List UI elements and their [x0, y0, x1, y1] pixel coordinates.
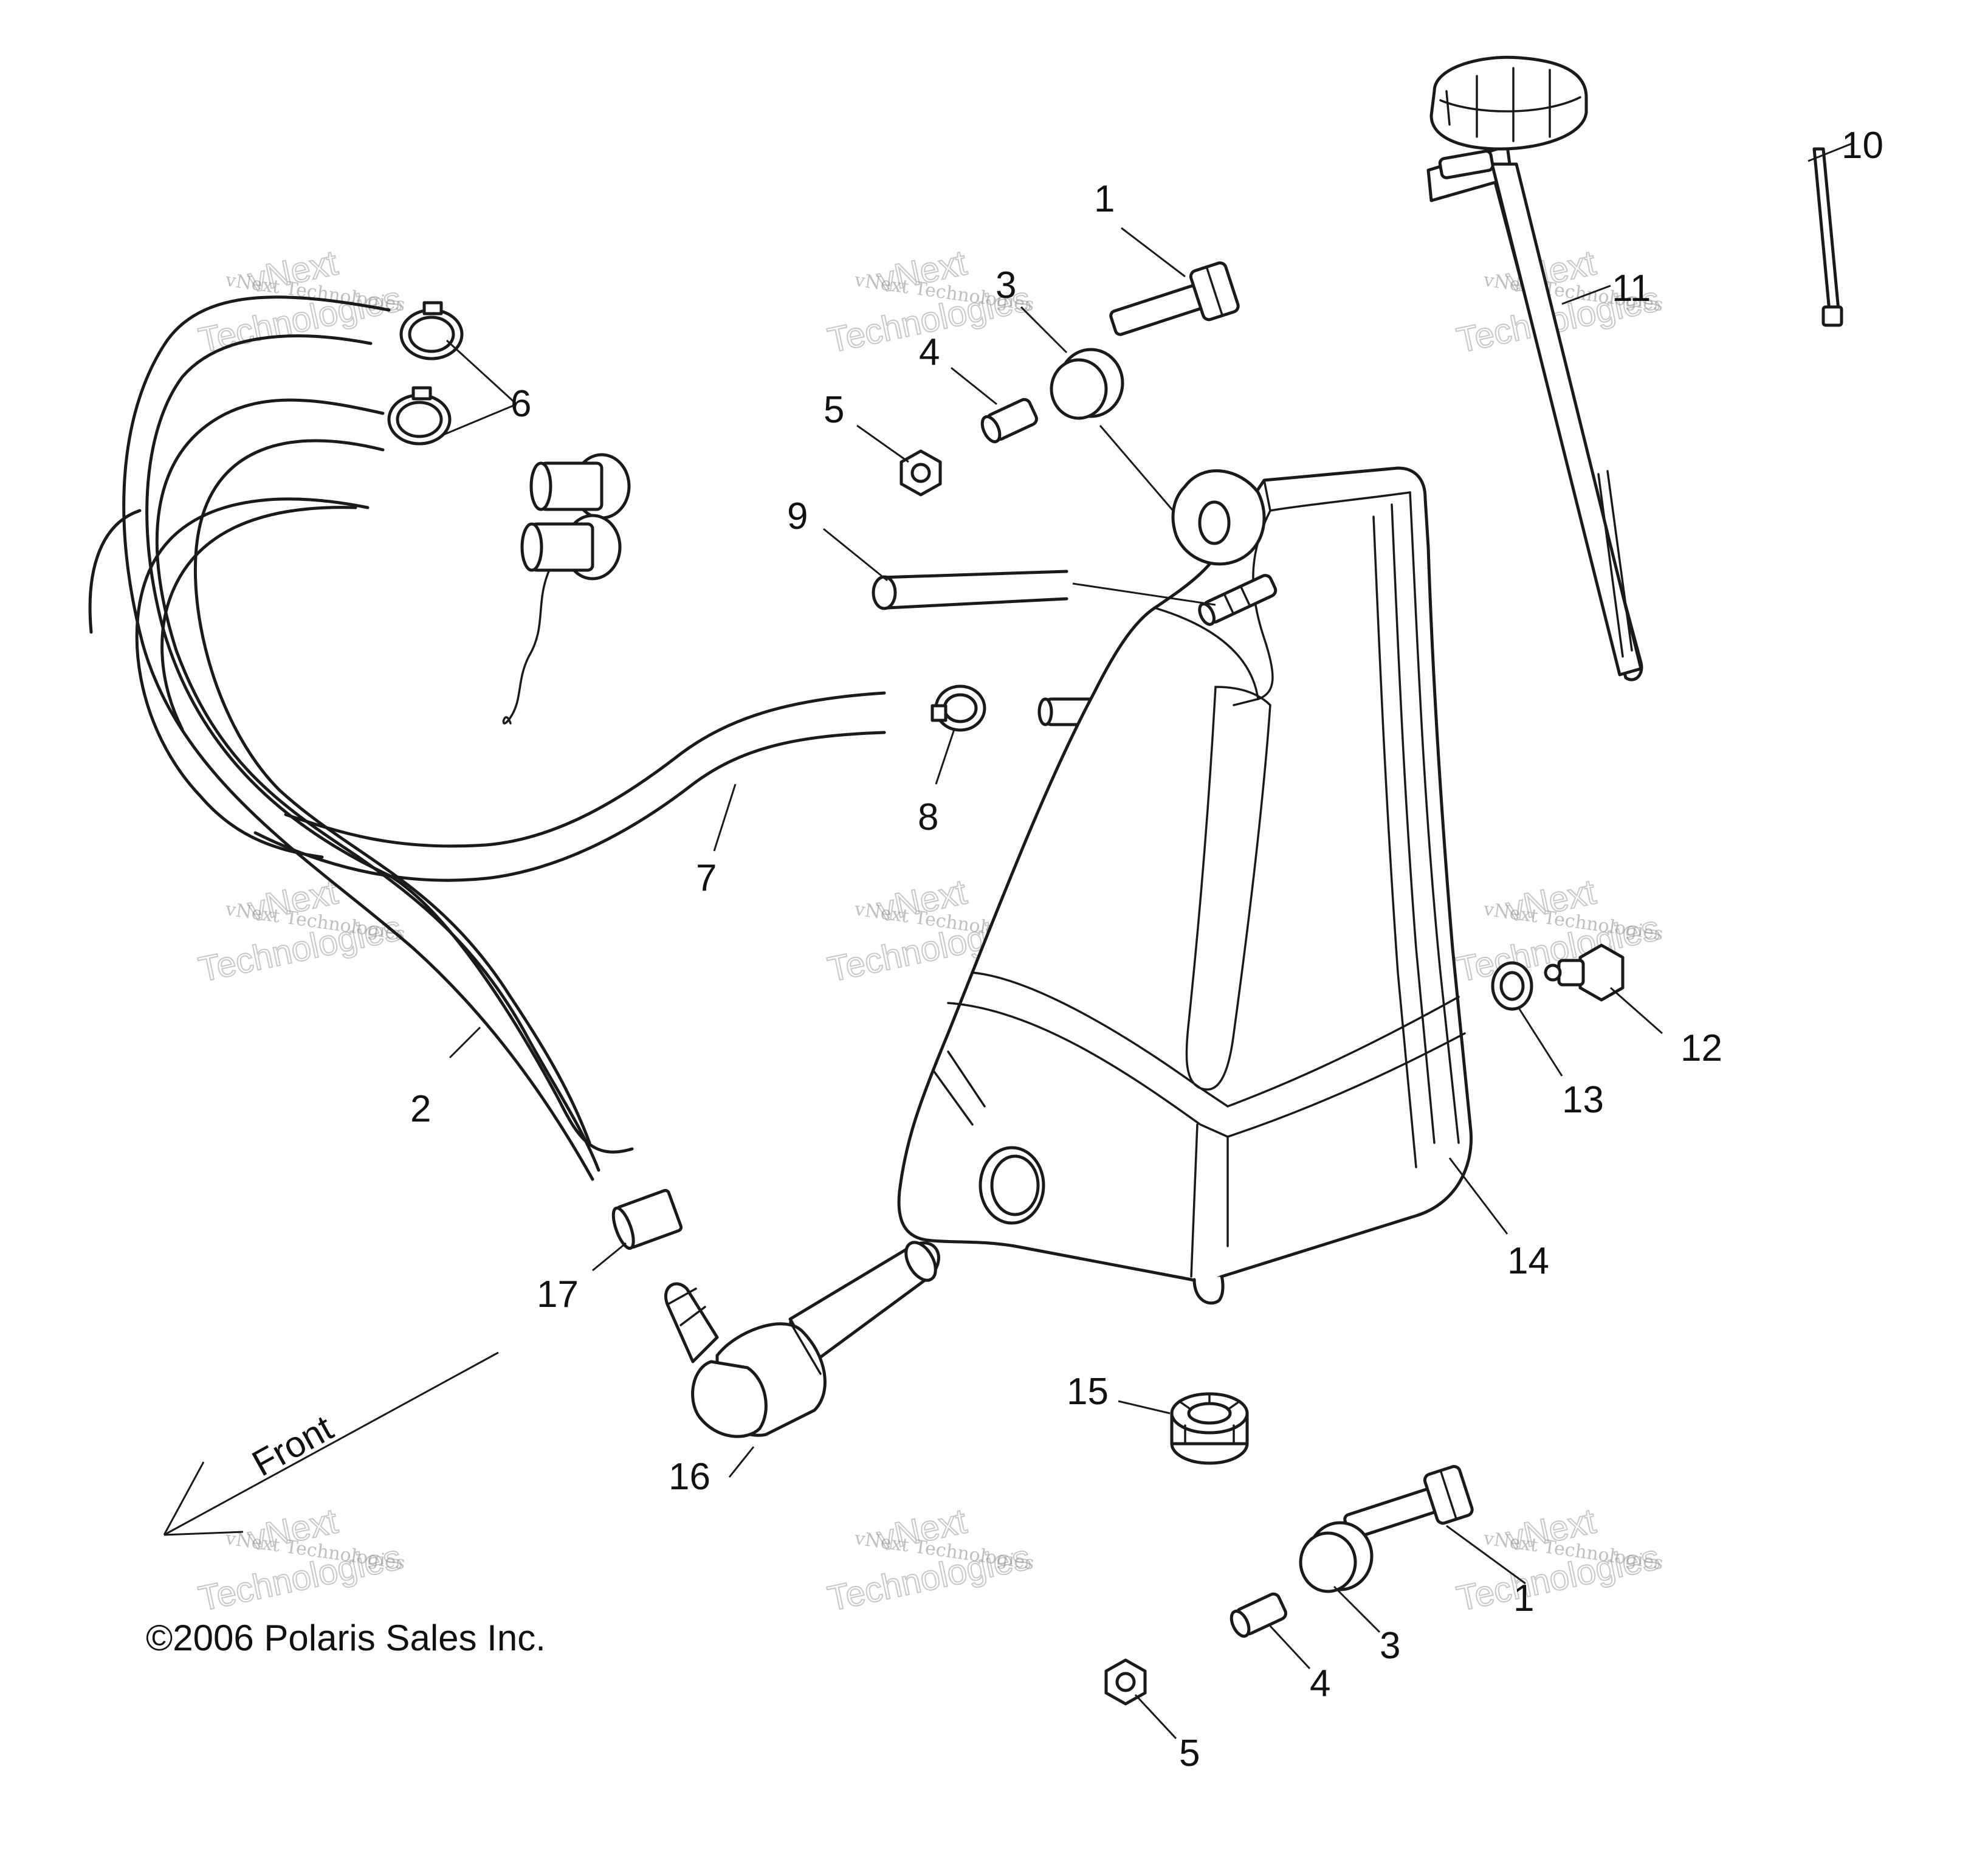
clamp-8 [930, 684, 986, 732]
elbow-fitting-16 [664, 1241, 940, 1438]
callout-15: 15 [1067, 1371, 1109, 1413]
callout-5-top: 5 [824, 389, 844, 431]
callout-13: 13 [1562, 1079, 1604, 1121]
cable-tie-10 [1812, 147, 1843, 327]
bolt-1-top [1109, 261, 1240, 336]
hose-7 [253, 691, 886, 882]
callout-4-bottom: 4 [1310, 1663, 1330, 1704]
vent-hose-9 [872, 570, 1068, 610]
hose-2 [88, 295, 634, 1181]
callout-4-top: 4 [919, 331, 940, 373]
watermark: Technologies vNext vNext Technologies [824, 1501, 1036, 1619]
drain-plug-12 [1544, 943, 1625, 1002]
oil-tank-14 [897, 466, 1473, 1305]
sleeve-4-bottom [1230, 1592, 1287, 1638]
nut-5-top [899, 449, 942, 497]
watermark: Technologies vNext vNext Technologies [824, 243, 1036, 361]
grommet-15 [1170, 1392, 1249, 1465]
callout-1-top: 1 [1094, 178, 1115, 220]
watermark: Technologies vNext vNext Technologies [1453, 1501, 1665, 1619]
copyright-notice: ©2006 Polaris Sales Inc. [146, 1618, 546, 1658]
callout-9: 9 [787, 495, 808, 537]
dipstick-11 [1426, 55, 1643, 681]
leader-lines [443, 142, 1854, 1740]
nut-5-bottom [1104, 1658, 1147, 1706]
callout-2: 2 [410, 1088, 431, 1130]
watermark: Technologies vNext vNext Technologies [194, 1501, 407, 1619]
grommet-3-bottom [1299, 1521, 1374, 1593]
grommet-3-top [1050, 348, 1124, 420]
callout-14: 14 [1507, 1240, 1549, 1282]
sensor-wire [502, 567, 551, 725]
callout-7: 7 [696, 857, 717, 899]
front-label: Front [246, 1407, 340, 1484]
sleeve-4-top [980, 398, 1038, 444]
callout-16: 16 [669, 1456, 710, 1498]
washer-13 [1491, 961, 1533, 1011]
callout-11: 11 [1612, 267, 1651, 309]
callout-17: 17 [537, 1273, 579, 1315]
callout-12: 12 [1680, 1027, 1722, 1069]
callout-6: 6 [511, 383, 531, 425]
callout-3-top: 3 [996, 264, 1016, 306]
watermark: Technologies vNext vNext Technologies [194, 872, 407, 990]
callout-8: 8 [918, 796, 938, 838]
callout-labels: 1 1 2 3 3 4 4 5 5 6 7 8 9 10 11 12 13 14… [410, 125, 1883, 1774]
hose-sleeve-17 [611, 1188, 683, 1250]
callout-3-bottom: 3 [1380, 1625, 1400, 1667]
callout-1-bottom: 1 [1513, 1577, 1534, 1619]
callout-10: 10 [1842, 125, 1883, 167]
hose-fitting [520, 453, 631, 581]
hose-clamp-6 [387, 301, 464, 446]
callout-5-bottom: 5 [1179, 1732, 1200, 1774]
